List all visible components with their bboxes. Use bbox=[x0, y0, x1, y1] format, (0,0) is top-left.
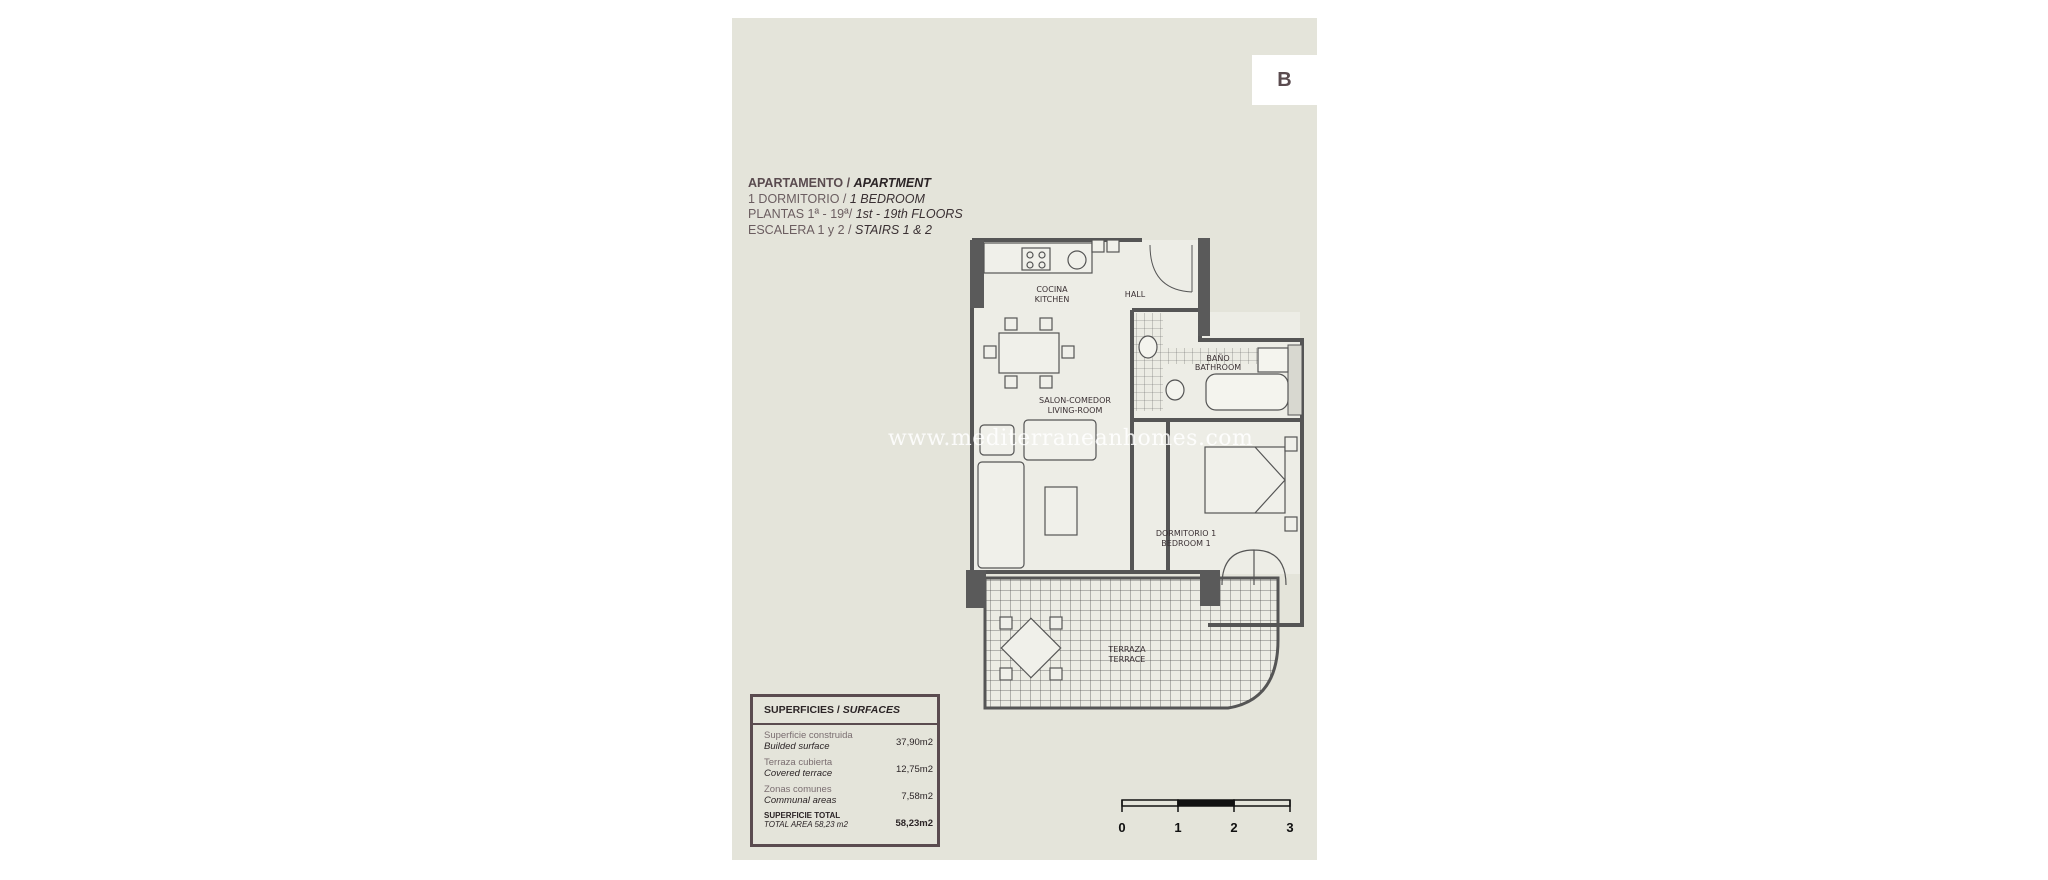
bathroom-floor-2 bbox=[1163, 348, 1263, 364]
scale-segment-2 bbox=[1177, 799, 1235, 807]
label-kitchen-es: COCINA bbox=[1036, 285, 1068, 294]
wardrobe-doors bbox=[1221, 549, 1287, 586]
label-bedroom-es: DORMITORIO 1 bbox=[1156, 529, 1216, 538]
hall-door bbox=[1149, 244, 1193, 293]
scale-segment-1 bbox=[1121, 799, 1179, 807]
surfaces-title-es: SUPERFICIES / bbox=[764, 704, 840, 716]
scale-tick-3: 3 bbox=[1286, 820, 1293, 835]
wall-column-hall bbox=[1198, 238, 1210, 336]
surfaces-title-en: SURFACES bbox=[842, 704, 900, 716]
label-hall: HALL bbox=[1125, 290, 1146, 299]
surfaces-total-value: 58,23m2 bbox=[895, 818, 933, 829]
terrace-table bbox=[999, 616, 1063, 681]
label-bedroom-en: BEDROOM 1 bbox=[1161, 539, 1210, 548]
scale-tick-2: 2 bbox=[1230, 820, 1237, 835]
scale-segment-3 bbox=[1233, 799, 1291, 807]
surfaces-row-terrace: Terraza cubierta Covered terrace 12,75m2 bbox=[753, 752, 937, 779]
label-bathroom-es: BAÑO bbox=[1206, 353, 1229, 363]
wall-column-terrace-left bbox=[966, 570, 986, 608]
scale-tick-0: 0 bbox=[1118, 820, 1125, 835]
bathroom-fixture-wall bbox=[1287, 344, 1303, 416]
surfaces-row-label-en: Communal areas bbox=[764, 795, 837, 806]
unit-badge: B bbox=[1252, 55, 1317, 105]
bathroom-floor bbox=[1133, 313, 1163, 411]
watermark: www.mediterraneanhomes.com bbox=[888, 426, 1254, 451]
kitchen-counter bbox=[983, 239, 1120, 274]
surfaces-row-value: 37,90m2 bbox=[896, 737, 933, 748]
surfaces-table: SUPERFICIES / SURFACES Superficie constr… bbox=[750, 694, 940, 847]
dining-table bbox=[983, 317, 1075, 389]
surfaces-row-label-es: Terraza cubierta bbox=[764, 757, 833, 768]
surfaces-row-value: 12,75m2 bbox=[896, 764, 933, 775]
sofa-set bbox=[977, 419, 1097, 569]
label-living-es: SALON-COMEDOR bbox=[1039, 396, 1111, 405]
surfaces-row-label-en: Covered terrace bbox=[764, 768, 833, 779]
scale-bar: 0 1 2 3 bbox=[1118, 799, 1294, 835]
surfaces-row-label-es: Zonas comunes bbox=[764, 784, 832, 795]
info-floors-es: PLANTAS 1ª - 19ª/ bbox=[748, 207, 853, 222]
surfaces-row-label-en: Builded surface bbox=[764, 741, 830, 752]
label-kitchen-en: KITCHEN bbox=[1035, 295, 1070, 304]
surfaces-row-total: SUPERFICIE TOTAL TOTAL AREA 58,23 m2 58,… bbox=[753, 806, 937, 833]
surfaces-row-label-es: Superficie construida bbox=[764, 730, 853, 741]
info-floors: PLANTAS 1ª - 19ª/ 1st - 19th FLOORS bbox=[748, 207, 963, 223]
surfaces-total-label-en: TOTAL AREA 58,23 m2 bbox=[764, 820, 848, 829]
info-type-en: APARTMENT bbox=[853, 176, 931, 190]
label-terrace-en: TERRACE bbox=[1108, 655, 1146, 664]
label-terrace-es: TERRAZA bbox=[1107, 645, 1146, 654]
surfaces-row-value: 7,58m2 bbox=[901, 791, 933, 802]
info-stairs: ESCALERA 1 y 2 / STAIRS 1 & 2 bbox=[748, 223, 963, 239]
info-floors-en: 1st - 19th FLOORS bbox=[855, 207, 963, 222]
info-type-es: APARTAMENTO / bbox=[748, 176, 851, 190]
info-stairs-en: STAIRS 1 & 2 bbox=[855, 222, 932, 237]
info-bedrooms-es: 1 DORMITORIO / bbox=[748, 191, 847, 206]
wall-column-kitchen bbox=[970, 240, 984, 308]
info-bedrooms-en: 1 BEDROOM bbox=[849, 191, 925, 206]
label-living-en: LIVING-ROOM bbox=[1048, 406, 1103, 415]
info-bedrooms: 1 DORMITORIO / 1 BEDROOM bbox=[748, 192, 963, 208]
wall-column-terrace-right bbox=[1200, 570, 1220, 606]
surfaces-total-label-es: SUPERFICIE TOTAL bbox=[764, 811, 841, 820]
info-stairs-es: ESCALERA 1 y 2 / bbox=[748, 222, 852, 237]
surfaces-header: SUPERFICIES / SURFACES bbox=[753, 697, 937, 725]
surfaces-row-communal: Zonas comunes Communal areas 7,58m2 bbox=[753, 779, 937, 806]
info-type: APARTAMENTO / APARTMENT bbox=[748, 176, 963, 192]
bathroom-fixtures bbox=[1138, 335, 1289, 411]
label-bathroom-en: BATHROOM bbox=[1195, 363, 1241, 372]
surfaces-row-builded: Superficie construida Builded surface 37… bbox=[753, 725, 937, 752]
apartment-info: APARTAMENTO / APARTMENT 1 DORMITORIO / 1… bbox=[748, 176, 963, 238]
floor-plan: COCINA KITCHEN HALL BAÑO BATHROOM SALON-… bbox=[966, 238, 1304, 710]
bed bbox=[1204, 436, 1298, 532]
scale-tick-1: 1 bbox=[1174, 820, 1181, 835]
